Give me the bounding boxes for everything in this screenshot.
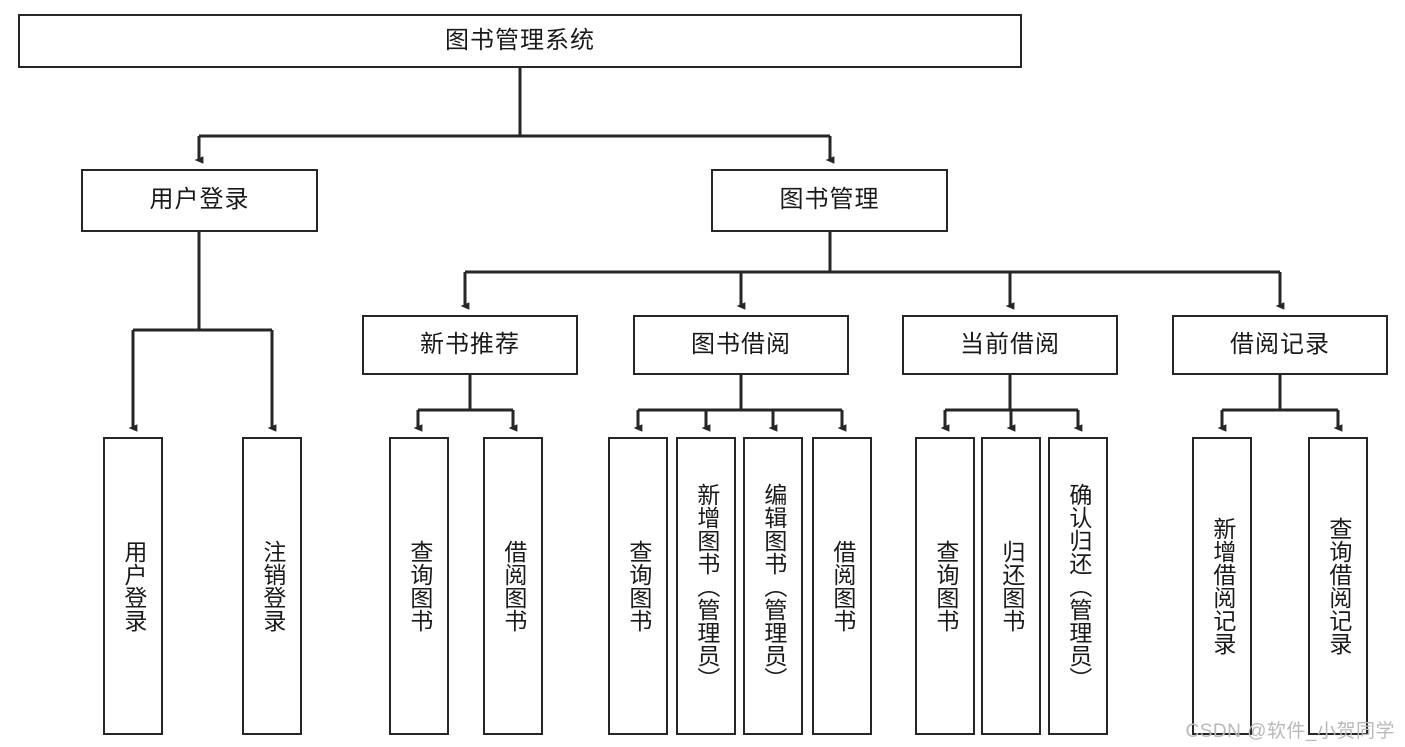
node-leaf-query-book-2[interactable]: 查询图书 xyxy=(608,437,668,735)
node-label: 查询借阅记录 xyxy=(1325,517,1352,655)
node-label: 编辑图书（管理员） xyxy=(760,482,787,690)
node-label: 图书借阅 xyxy=(691,330,791,358)
node-leaf-return-book[interactable]: 归还图书 xyxy=(981,437,1041,735)
node-leaf-query-book-1[interactable]: 查询图书 xyxy=(389,437,449,735)
node-label: 图书管理 xyxy=(779,186,880,214)
node-label: 借阅图书 xyxy=(500,540,527,632)
node-label: 注销登录 xyxy=(259,540,286,632)
node-leaf-logout-login[interactable]: 注销登录 xyxy=(242,437,302,735)
node-leaf-borrow-book-1[interactable]: 借阅图书 xyxy=(483,437,543,735)
node-label: 归还图书 xyxy=(998,540,1025,632)
node-label: 确认归还（管理员） xyxy=(1065,482,1092,690)
node-label: 查询图书 xyxy=(932,540,959,632)
node-book-manage[interactable]: 图书管理 xyxy=(711,169,948,232)
node-leaf-confirm-return[interactable]: 确认归还（管理员） xyxy=(1048,437,1108,735)
node-leaf-query-book-3[interactable]: 查询图书 xyxy=(915,437,975,735)
node-user-login[interactable]: 用户登录 xyxy=(81,169,318,232)
node-label: 当前借阅 xyxy=(960,330,1060,358)
node-label: 用户登录 xyxy=(149,186,250,214)
node-label: 新增借阅记录 xyxy=(1209,517,1236,655)
node-label: 查询图书 xyxy=(406,540,433,632)
node-new-book-recommend[interactable]: 新书推荐 xyxy=(362,315,578,375)
node-leaf-add-book[interactable]: 新增图书（管理员） xyxy=(676,437,736,735)
node-leaf-add-record[interactable]: 新增借阅记录 xyxy=(1192,437,1252,735)
node-leaf-edit-book[interactable]: 编辑图书（管理员） xyxy=(743,437,803,735)
node-label: 用户登录 xyxy=(120,540,147,632)
node-leaf-user-login[interactable]: 用户登录 xyxy=(103,437,163,735)
node-leaf-query-record[interactable]: 查询借阅记录 xyxy=(1308,437,1368,735)
node-book-borrow[interactable]: 图书借阅 xyxy=(633,315,849,375)
node-label: 查询图书 xyxy=(625,540,652,632)
node-borrow-record[interactable]: 借阅记录 xyxy=(1172,315,1388,375)
node-root-system[interactable]: 图书管理系统 xyxy=(18,14,1022,68)
node-current-borrow[interactable]: 当前借阅 xyxy=(902,315,1118,375)
node-label: 新增图书（管理员） xyxy=(693,482,720,690)
node-label: 新书推荐 xyxy=(420,330,520,358)
node-label: 借阅图书 xyxy=(829,540,856,632)
node-label: 借阅记录 xyxy=(1230,330,1330,358)
node-leaf-borrow-book-2[interactable]: 借阅图书 xyxy=(812,437,872,735)
node-label: 图书管理系统 xyxy=(445,26,595,54)
csdn-watermark: CSDN @软件_小贺同学 xyxy=(1185,721,1395,742)
